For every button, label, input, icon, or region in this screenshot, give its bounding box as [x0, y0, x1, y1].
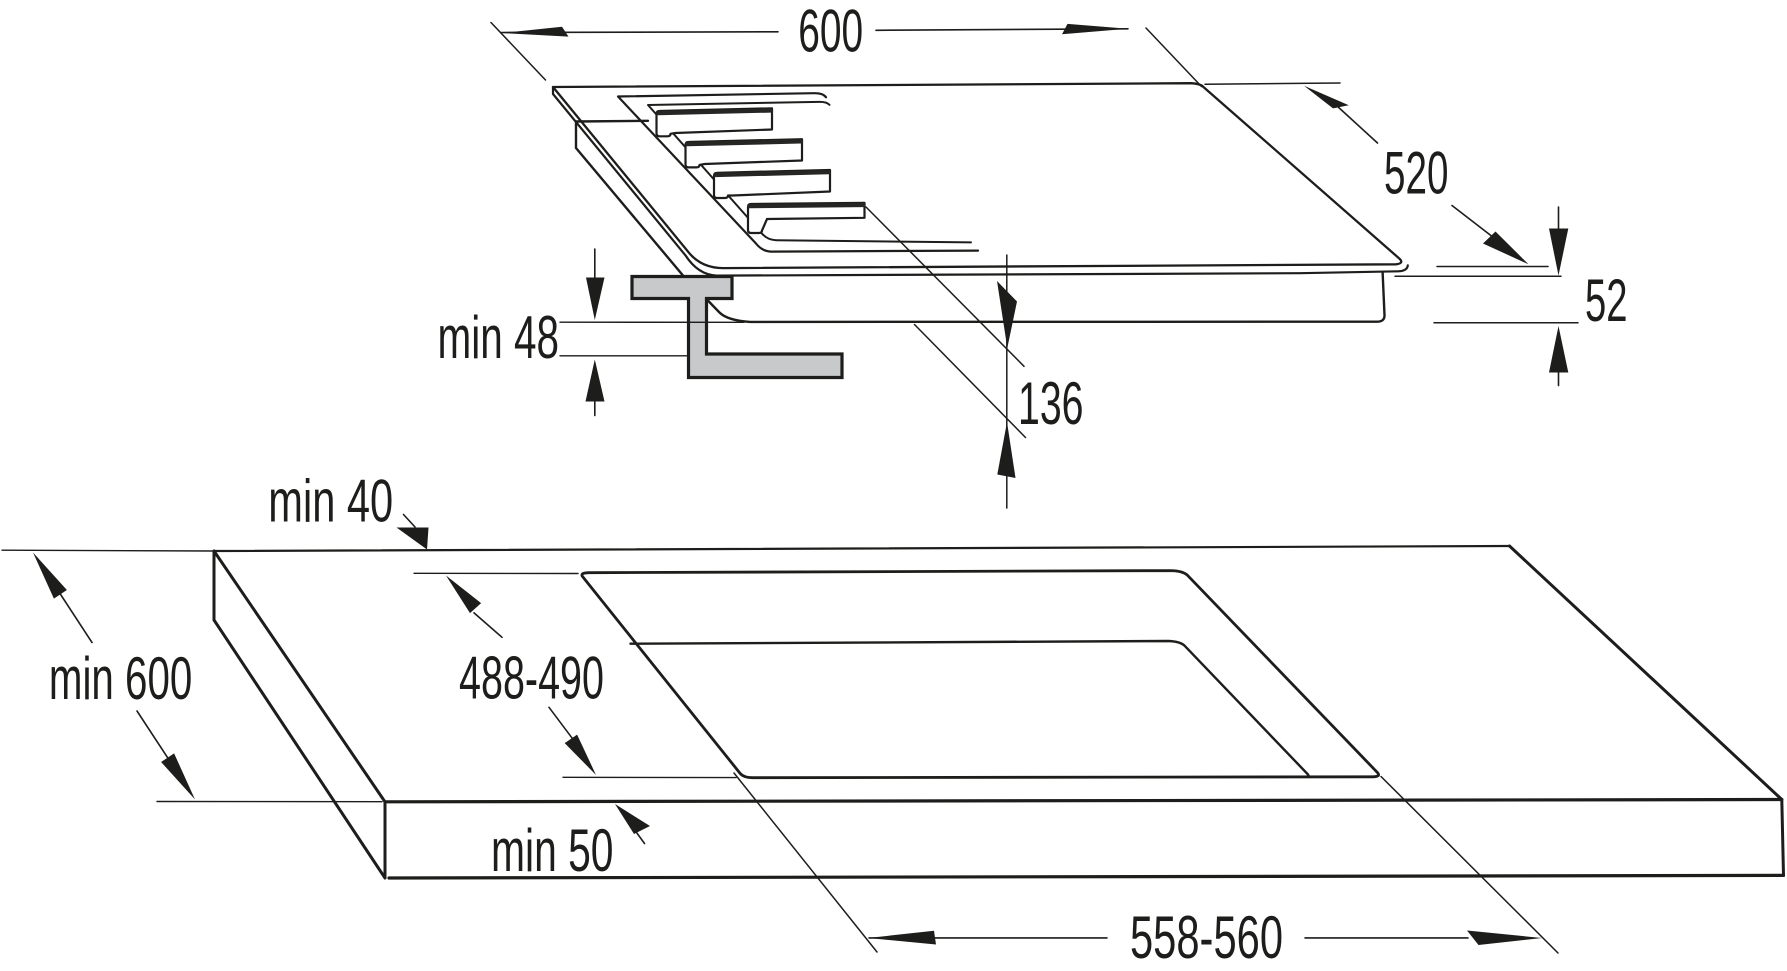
- svg-text:136: 136: [1018, 369, 1084, 437]
- svg-text:488-490: 488-490: [459, 644, 604, 712]
- svg-text:min 600: min 600: [49, 644, 192, 712]
- svg-text:558-560: 558-560: [1130, 903, 1283, 971]
- svg-text:min 50: min 50: [491, 816, 614, 884]
- svg-text:min 48: min 48: [438, 303, 560, 371]
- svg-text:600: 600: [798, 0, 863, 65]
- svg-text:52: 52: [1585, 266, 1628, 334]
- svg-text:min 40: min 40: [268, 467, 393, 535]
- svg-text:520: 520: [1384, 139, 1449, 207]
